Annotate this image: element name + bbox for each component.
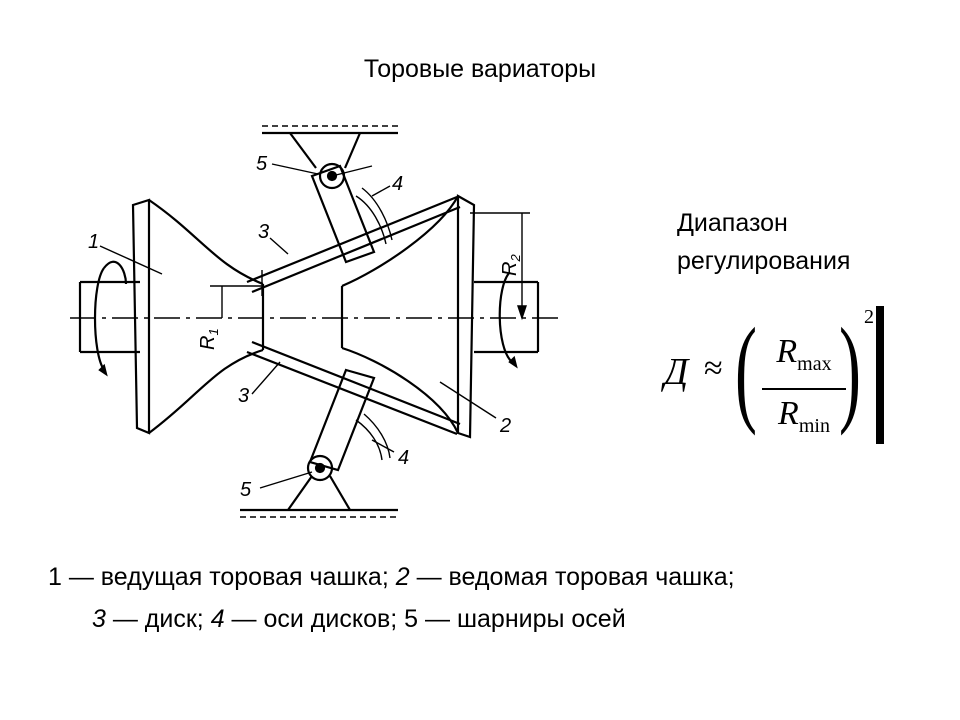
upper-hinge bbox=[262, 125, 398, 177]
formula-numerator: Rmax bbox=[776, 333, 832, 375]
formula-left-paren: ( bbox=[734, 303, 757, 436]
label-r2: R2 bbox=[499, 254, 523, 276]
formula-approx: ≈ bbox=[704, 350, 723, 387]
legend-line-1: 1 — ведущая торовая чашка; 2 — ведомая т… bbox=[48, 563, 735, 591]
lower-disc-axis bbox=[306, 368, 391, 482]
formula-denominator: Rmin bbox=[778, 394, 830, 437]
label-4-bottom: 4 bbox=[398, 447, 409, 469]
label-5-top: 5 bbox=[256, 153, 268, 175]
leader-lines bbox=[99, 163, 497, 489]
right-shaft bbox=[474, 271, 540, 369]
upper-disc bbox=[246, 195, 461, 296]
formula-power: 2 bbox=[864, 306, 874, 328]
left-shaft bbox=[78, 260, 140, 377]
range-label: Диапазон регулирования bbox=[677, 204, 850, 280]
label-1: 1 bbox=[88, 231, 99, 253]
driven-toroidal-cup bbox=[340, 194, 476, 439]
formula-symbol: Д bbox=[664, 351, 689, 393]
range-label-line1: Диапазон bbox=[677, 209, 788, 237]
formula-fraction-bar bbox=[762, 387, 846, 390]
lower-hinge bbox=[240, 475, 398, 518]
formula-fraction: Rmax Rmin bbox=[762, 330, 846, 448]
legend: 1 — ведущая торовая чашка; 2 — ведомая т… bbox=[48, 556, 735, 640]
r1-dimension bbox=[210, 285, 262, 318]
label-5-bottom: 5 bbox=[240, 479, 252, 501]
driving-toroidal-cup bbox=[131, 198, 265, 435]
label-r1: R1 bbox=[197, 328, 221, 350]
r2-dimension bbox=[470, 212, 530, 321]
range-label-line2: регулирования bbox=[677, 247, 851, 275]
lower-disc bbox=[246, 340, 461, 436]
page-title: Торовые вариаторы bbox=[363, 55, 597, 83]
formula-right-paren: ) bbox=[838, 303, 861, 436]
label-3-bottom: 3 bbox=[238, 385, 249, 407]
formula-cursor-bar bbox=[876, 306, 884, 444]
label-3-top: 3 bbox=[258, 221, 269, 243]
legend-line-2: 3 — диск; 4 — оси дисков; 5 — шарниры ос… bbox=[92, 605, 626, 633]
range-formula: Д ≈ ( Rmax Rmin ) 2 bbox=[664, 300, 894, 450]
upper-disc-axis bbox=[310, 162, 393, 264]
label-4-top: 4 bbox=[392, 173, 403, 195]
label-2: 2 bbox=[499, 415, 511, 437]
